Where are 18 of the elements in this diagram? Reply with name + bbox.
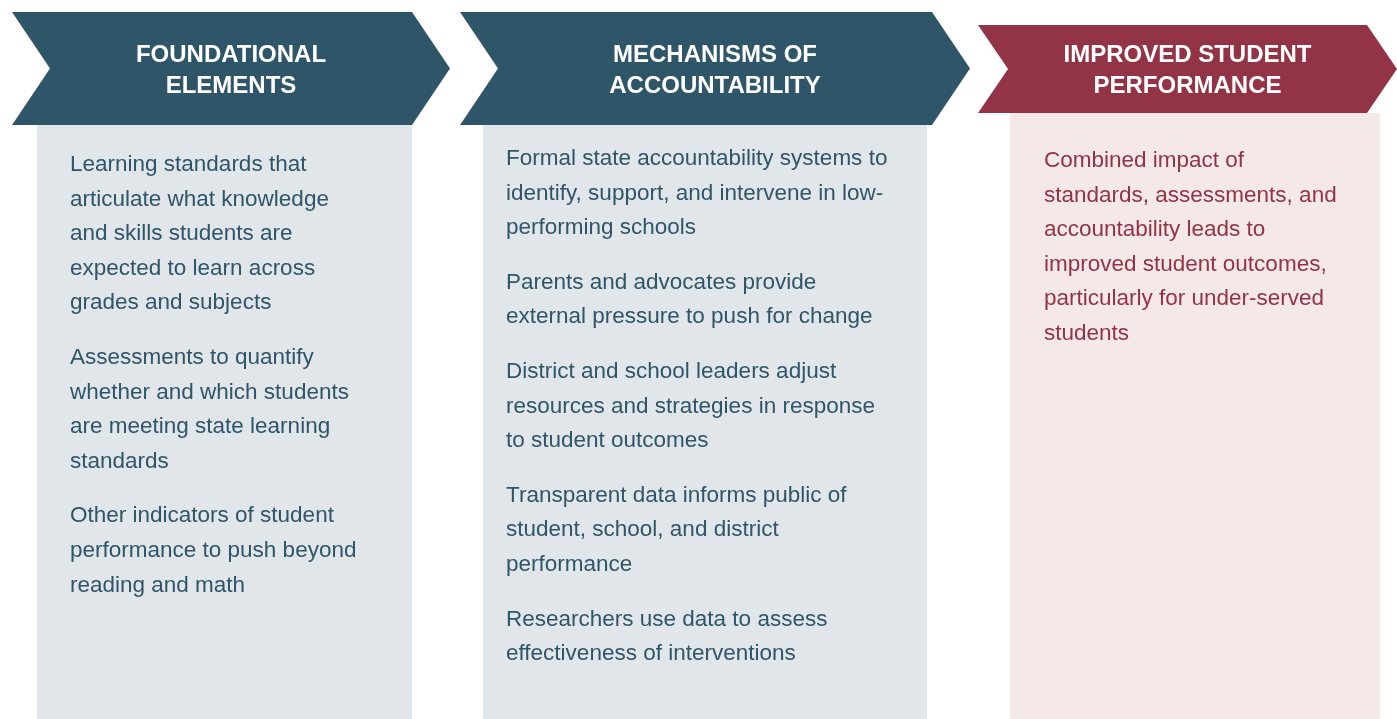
column-panel	[37, 125, 412, 719]
chevron-banner	[460, 12, 970, 125]
item-text: Parents and advocates provide external pressure to push for change	[506, 267, 874, 331]
header-text: IMPROVED STUDENT PERFORMANCE	[1062, 39, 1313, 100]
header-text: FOUNDATIONAL ELEMENTS	[134, 38, 328, 100]
item-text: Combined impact of standards, assessments, and accountability leads to improved student outcomes, particularly for under-served students	[1044, 146, 1338, 347]
column-panel	[1010, 113, 1380, 719]
item-text: Other indicators of student performance to push beyond reading and math	[70, 501, 358, 599]
item-text: Assessments to quantify whether and which students are meeting state learning standards	[70, 342, 350, 475]
item-text: Researchers use data to assess effectiveness of interventions	[506, 604, 829, 668]
item-text: Transparent data informs public of student, school, and district performance	[506, 480, 848, 578]
item-text: Formal state accountability systems to identify, support, and intervene in low-performing schools	[506, 144, 889, 242]
chevron-banner	[12, 12, 450, 125]
chevron-banner	[978, 25, 1397, 113]
item-text: Learning standards that articulate what knowledge and skills students are expected to learn across grades and subjects	[70, 150, 330, 317]
header-text: MECHANISMS OF ACCOUNTABILITY	[608, 38, 822, 100]
column-panel	[483, 125, 927, 719]
item-text: District and school leaders adjust resources and strategies in response to student outcomes	[506, 356, 876, 455]
